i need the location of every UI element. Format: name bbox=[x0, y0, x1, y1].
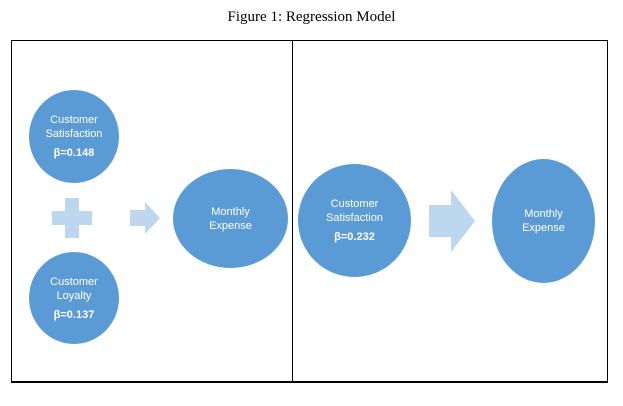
node-label-line1: Customer bbox=[50, 275, 98, 288]
arrow-right-icon bbox=[130, 202, 160, 234]
plus-icon bbox=[52, 198, 92, 238]
node-label-line1: Customer bbox=[50, 114, 98, 126]
panel-divider bbox=[292, 40, 293, 383]
node-customer-loyalty: Customer Loyalty β=0.137 bbox=[29, 252, 119, 344]
node-label-line2: Expense bbox=[209, 219, 252, 232]
figure-title: Figure 1: Regression Model bbox=[227, 9, 396, 25]
diagram-frame bbox=[11, 40, 608, 383]
node-label-line2: Loyalty bbox=[56, 289, 92, 302]
node-label-line2: Satisfaction bbox=[326, 212, 383, 224]
arrow-right-icon bbox=[429, 190, 475, 252]
node-label-line2: Satisfaction bbox=[45, 128, 103, 140]
node-label-line1: Monthly bbox=[524, 208, 563, 220]
node-customer-satisfaction-left: Customer Satisfaction β=0.148 bbox=[29, 90, 119, 183]
node-monthly-expense-right: Monthly Expense bbox=[492, 159, 595, 283]
node-label-line1: Customer bbox=[330, 198, 379, 210]
node-beta: β=0.232 bbox=[334, 231, 375, 243]
node-monthly-expense-left: Monthly Expense bbox=[173, 169, 288, 268]
node-beta: β=0.148 bbox=[53, 147, 95, 159]
node-label-line1: Monthly bbox=[211, 205, 250, 218]
node-customer-satisfaction-right: Customer Satisfaction β=0.232 bbox=[298, 164, 411, 277]
node-beta: β=0.137 bbox=[53, 308, 95, 321]
node-label-line2: Expense bbox=[522, 222, 565, 234]
